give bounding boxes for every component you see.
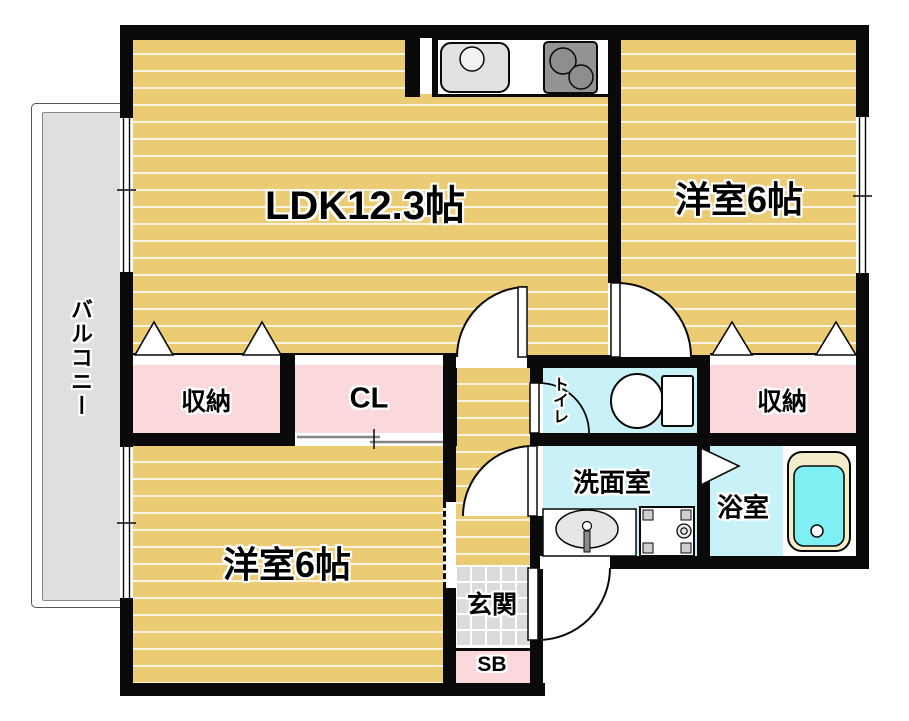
folding-mark-storage-left-1 — [133, 320, 175, 356]
wall-toilet-top — [527, 355, 697, 368]
wall-toilet-left-upper — [530, 368, 543, 383]
closet-front — [295, 353, 443, 365]
kitchen-stub-gap — [420, 38, 432, 94]
label-storage-right: 収納 — [756, 388, 808, 416]
washing-machine-icon — [639, 506, 695, 557]
folding-door-marks — [133, 320, 858, 487]
label-bathroom: 浴室 — [716, 492, 770, 523]
storage-right — [710, 365, 856, 433]
sliding-door-closet — [297, 429, 443, 449]
door-leaf — [529, 382, 540, 434]
door-western-top — [610, 282, 692, 358]
door-leaf — [610, 282, 621, 358]
wall-cl-hall — [443, 353, 457, 446]
storage-left — [133, 365, 280, 433]
door-ldk-hall — [456, 286, 528, 358]
sliding-door-western-bottom — [443, 502, 456, 588]
door-toilet — [529, 382, 590, 434]
washbasin-icon — [542, 508, 637, 557]
label-washroom: 洗面室 — [572, 467, 652, 498]
storage-right-front — [710, 353, 856, 365]
wall-right-lower — [856, 273, 869, 569]
door-opening-entrance — [540, 556, 610, 569]
folding-mark-bathroom — [700, 446, 741, 487]
stove-icon — [543, 41, 598, 94]
label-balcony: バルコニー — [68, 298, 93, 418]
label-toilet: トイレ — [550, 376, 567, 424]
wall-kitchen-stub — [405, 25, 420, 97]
window-glass-lines — [117, 117, 872, 598]
wall-under-storage-left — [120, 433, 295, 446]
door-leaf — [517, 286, 528, 358]
label-storage-left: 収納 — [180, 388, 232, 416]
door-opening-ldk-hall — [456, 355, 527, 368]
label-western-bottom: 洋室6帖 — [222, 544, 352, 585]
folding-mark-storage-left-2 — [241, 320, 283, 356]
folding-mark-storage-right-2 — [814, 320, 858, 356]
balcony — [42, 112, 122, 601]
closet — [295, 365, 443, 433]
wall-left-middle — [120, 270, 133, 447]
door-leaf — [527, 445, 538, 517]
door-leaf — [527, 567, 539, 641]
storage-left-front — [133, 353, 280, 365]
door-washroom — [462, 445, 538, 517]
wall-left-lower — [120, 598, 133, 696]
toilet-icon — [610, 373, 694, 429]
label-shoebox: SB — [477, 653, 507, 676]
label-closet: CL — [349, 382, 389, 415]
bathtub-icon — [787, 451, 851, 552]
label-entrance: 玄関 — [466, 591, 518, 619]
folding-mark-storage-right-1 — [710, 320, 754, 356]
kitchen-sink-icon — [440, 42, 510, 93]
wall-right-upper — [856, 25, 869, 117]
wall-kitchen-divider — [432, 38, 436, 97]
wall-left-upper — [120, 25, 133, 120]
wall-storage-cl — [280, 353, 295, 446]
label-ldk: LDK12.3帖 — [264, 184, 466, 228]
wall-ldk-western — [608, 25, 621, 287]
wall-top — [120, 25, 869, 40]
wall-bottom — [120, 683, 545, 696]
label-western-top: 洋室6帖 — [674, 179, 804, 220]
room-western-bottom-floor — [133, 446, 443, 683]
shoebox — [456, 648, 530, 686]
entrance-tile — [456, 565, 530, 645]
door-entrance — [527, 567, 611, 641]
